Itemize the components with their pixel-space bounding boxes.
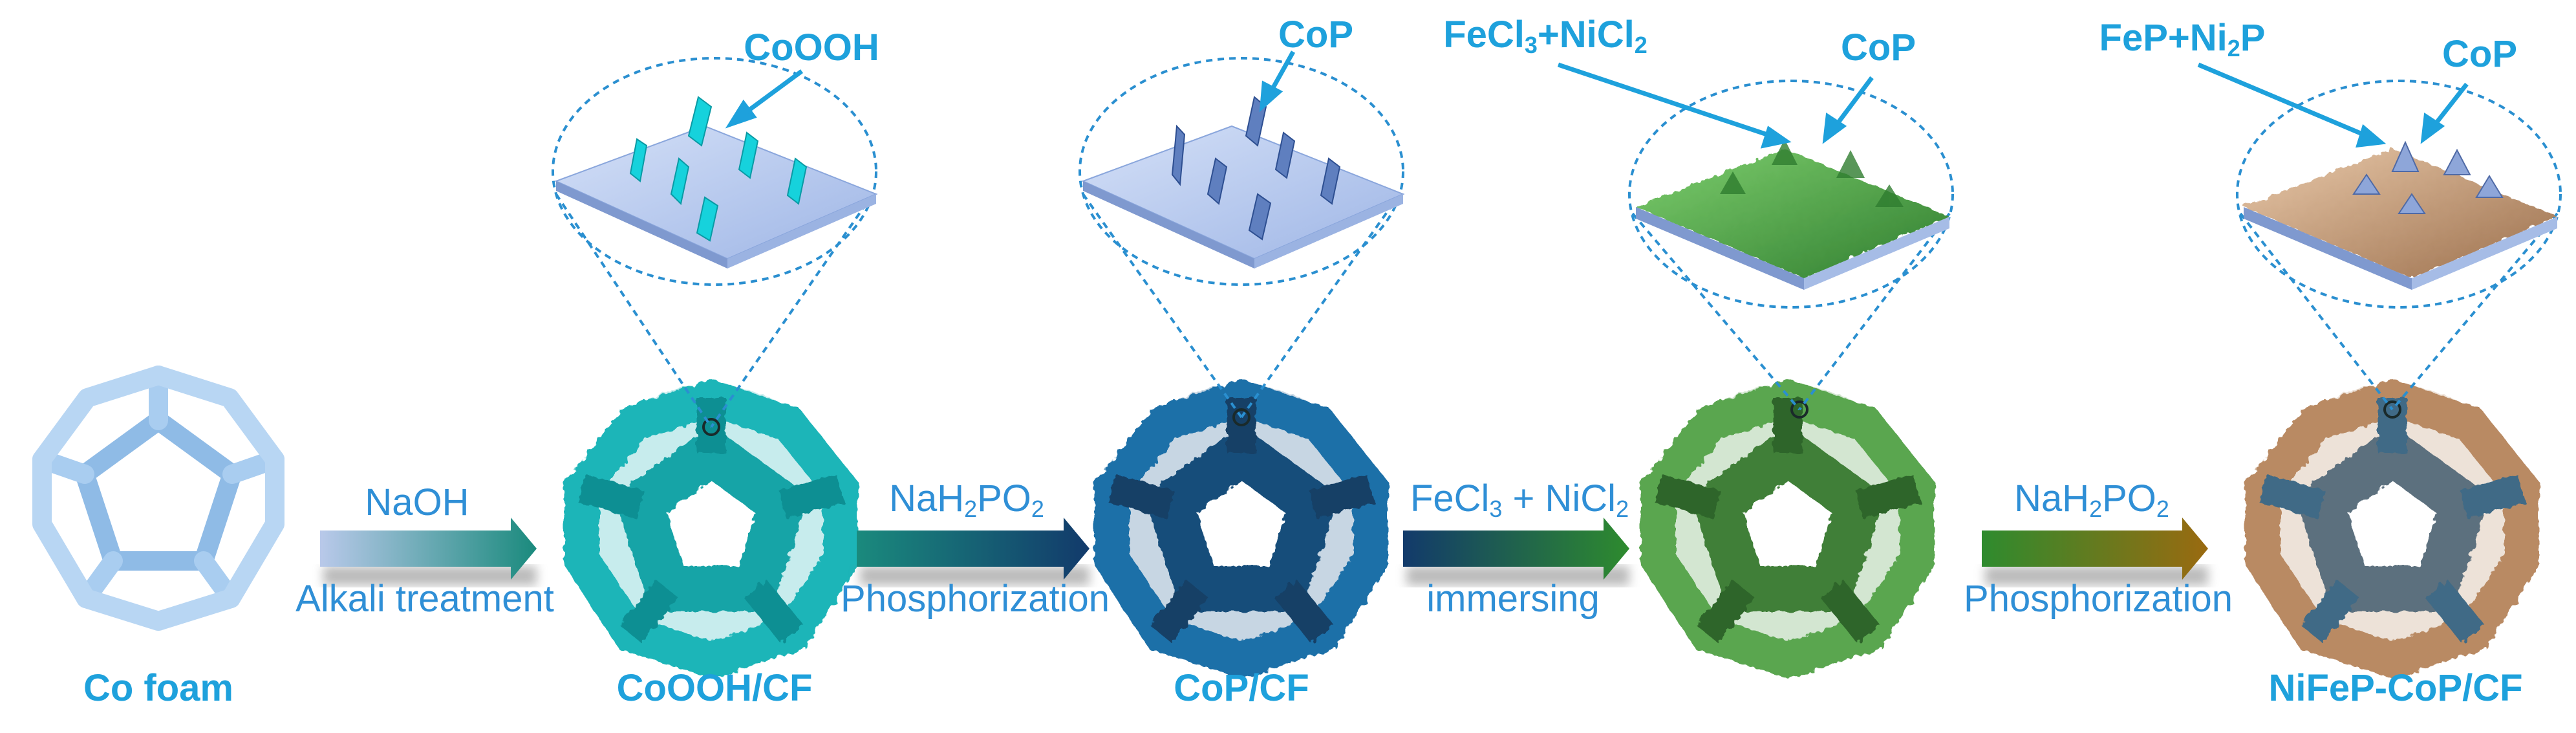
zoom-label-fecl3-nicl2: FeCl3+NiCl2 (1443, 14, 1648, 58)
reagent-fecl3-nicl2: FeCl3 + NiCl2 (1410, 477, 1629, 522)
focus-markers (702, 400, 2401, 436)
cop-cf-structure (1094, 379, 1389, 679)
arrow-alkali (320, 518, 537, 580)
zoom-callouts (552, 57, 2562, 428)
stage-label-cop-cf: CoP/CF (1174, 667, 1309, 709)
zoom-label-fep-ni2p: FeP+Ni2P (2099, 17, 2266, 61)
zoom-3-surface (1636, 139, 1949, 290)
reagent-nah2po2-1: NaH2PO2 (889, 477, 1044, 522)
arrow-phosphorization-1 (857, 518, 1089, 580)
process-arrows (320, 518, 2208, 585)
nife-cop-cf-structure (1640, 379, 1935, 679)
zoom-label-cop-3: CoP (2442, 33, 2517, 75)
process-immersing: immersing (1426, 578, 1600, 620)
cooh-cf-structure (564, 379, 859, 679)
zoom-label-cop-2: CoP (1841, 27, 1916, 69)
zoom-label-cooh: CoOOH (744, 27, 879, 69)
zoom-4-surface (2244, 140, 2557, 290)
process-phosphorization-2: Phosphorization (1964, 578, 2233, 620)
co-foam-structure (32, 366, 284, 631)
zoom-pointers (725, 50, 2469, 149)
stage-label-co-foam: Co foam (83, 667, 233, 709)
nifep-cop-cf-structure (2245, 379, 2540, 679)
arrow-phosphorization-2 (1982, 518, 2208, 580)
reagent-naoh: NaOH (365, 481, 469, 523)
arrow-immersing (1403, 518, 1629, 580)
zoom-1-surface (554, 96, 878, 268)
process-alkali-treatment: Alkali treatment (295, 578, 554, 620)
zoom-2-surface (1081, 96, 1405, 268)
stage-label-cooh-cf: CoOOH/CF (616, 667, 813, 709)
zoom-label-cop-1: CoP (1278, 14, 1353, 56)
reagent-nah2po2-2: NaH2PO2 (2014, 477, 2169, 522)
process-phosphorization-1: Phosphorization (841, 578, 1110, 620)
stage-label-nifep-cop-cf: NiFeP-CoP/CF (2268, 667, 2523, 709)
